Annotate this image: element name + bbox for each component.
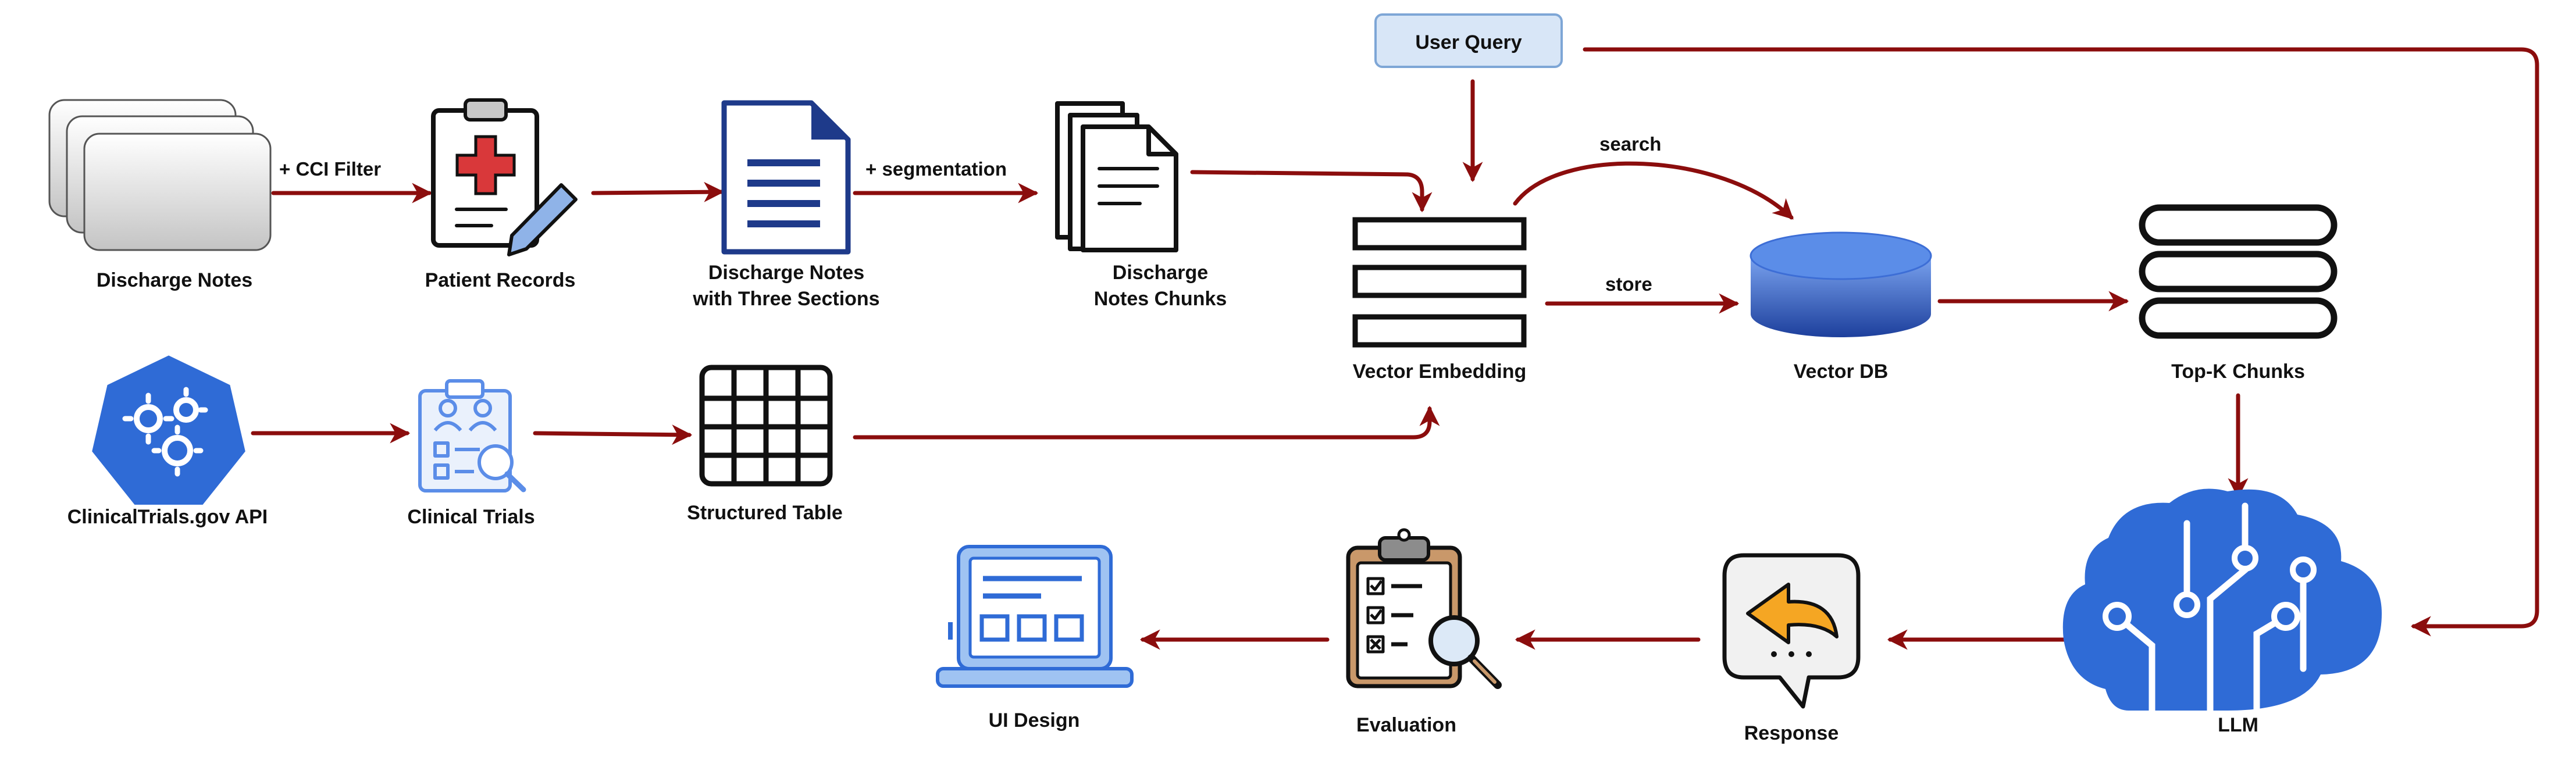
- structured-table-label: Structured Table: [687, 502, 843, 524]
- node-three-sections: Discharge Notes with Three Sections: [692, 100, 880, 310]
- vector-db-label: Vector DB: [1794, 361, 1889, 383]
- edge-label-segmentation: + segmentation: [865, 158, 1007, 180]
- edge-label-cci-filter: + CCI Filter: [279, 158, 381, 180]
- evaluation-clipboard-icon: [1346, 528, 1502, 689]
- node-ui-design: UI Design: [936, 545, 1134, 731]
- reply-bubble-icon: [1722, 553, 1861, 709]
- node-user-query[interactable]: User Query: [1374, 13, 1563, 68]
- stacked-documents-icon: [48, 99, 272, 251]
- node-evaluation: Evaluation: [1346, 528, 1502, 736]
- laptop-icon: [936, 545, 1134, 688]
- three-sections-label-line2: with Three Sections: [692, 288, 879, 310]
- user-query-label: User Query: [1415, 31, 1522, 53]
- clinical-trials-label: Clinical Trials: [407, 506, 535, 528]
- embedding-bars-icon: [1352, 217, 1527, 348]
- top-k-label: Top-K Chunks: [2171, 361, 2305, 383]
- chunks-label-line1: Discharge: [1113, 262, 1208, 284]
- patient-records-label: Patient Records: [425, 269, 576, 291]
- llm-label: LLM: [2218, 714, 2258, 736]
- medical-clipboard-icon: [431, 98, 578, 256]
- discharge-notes-label: Discharge Notes: [97, 269, 252, 291]
- node-vector-embedding: Vector Embedding: [1352, 217, 1527, 383]
- document-icon: [721, 100, 851, 255]
- vector-embedding-label: Vector Embedding: [1353, 361, 1527, 383]
- edge-labels: + CCI Filter + segmentation search store: [279, 133, 1661, 295]
- node-structured-table: Structured Table: [687, 365, 843, 524]
- edge-chunks-to-embedding: [1190, 170, 1433, 213]
- trial-clipboard-icon: [418, 379, 526, 493]
- three-sections-label-line1: Discharge Notes: [708, 262, 864, 284]
- node-clinicaltrials-api: ClinicalTrials.gov API: [67, 351, 268, 528]
- table-icon: [699, 365, 833, 487]
- chunks-label-line2: Notes Chunks: [1094, 288, 1227, 310]
- node-clinical-trials: Clinical Trials: [407, 379, 535, 528]
- edge-table-to-embedding: [853, 405, 1440, 440]
- node-response: Response: [1722, 553, 1861, 744]
- response-label: Response: [1744, 722, 1839, 744]
- clinicaltrials-api-label: ClinicalTrials.gov API: [67, 506, 268, 528]
- node-patient-records: Patient Records: [425, 98, 578, 291]
- edge-embedding-search-db: [1513, 161, 1794, 220]
- chunks-icon: [2139, 204, 2338, 339]
- edge-trials-to-table: [533, 424, 693, 445]
- node-chunks: Discharge Notes Chunks: [1055, 101, 1227, 310]
- node-top-k: Top-K Chunks: [2139, 204, 2338, 383]
- edge-label-search: search: [1599, 133, 1661, 155]
- evaluation-label: Evaluation: [1356, 714, 1456, 736]
- edge-label-store: store: [1605, 273, 1652, 295]
- node-vector-db: Vector DB: [1750, 231, 1932, 383]
- node-discharge-notes: Discharge Notes: [48, 99, 272, 291]
- node-llm: LLM: [2062, 488, 2382, 736]
- ui-design-label: UI Design: [989, 709, 1080, 731]
- edge-records-to-sections: [591, 181, 725, 202]
- edge-query-to-llm: [1583, 47, 2539, 637]
- brain-circuit-icon: [2062, 488, 2382, 714]
- stacked-pages-icon: [1055, 101, 1178, 252]
- edges: [251, 47, 2539, 650]
- api-gear-icon: [88, 351, 250, 508]
- database-icon: [1750, 231, 1932, 337]
